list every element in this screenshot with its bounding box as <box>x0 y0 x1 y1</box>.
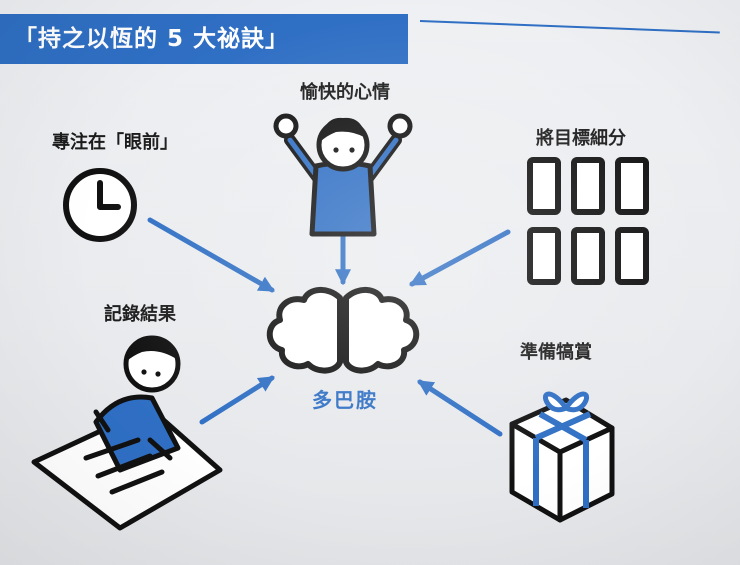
label-focus: 專注在「眼前」 <box>52 132 178 153</box>
brain-icon <box>266 287 420 374</box>
arrow-record <box>199 375 275 425</box>
arrow-focus <box>147 217 275 293</box>
label-reward: 準備犒賞 <box>520 342 592 363</box>
writing-person-icon <box>31 335 223 531</box>
happy-person-icon <box>273 113 413 237</box>
page-title: 「持之以恆的 5 大祕訣」 <box>0 14 408 64</box>
arrow-subdivide <box>409 229 511 287</box>
label-record: 記錄結果 <box>104 304 176 325</box>
label-happy: 愉快的心情 <box>300 82 390 103</box>
center-label: 多巴胺 <box>312 388 378 412</box>
grid-icon <box>527 157 649 285</box>
gift-icon <box>509 391 615 523</box>
label-subdivide: 將目標細分 <box>536 128 626 149</box>
arrow-reward <box>417 379 503 437</box>
clock-icon <box>63 168 137 242</box>
